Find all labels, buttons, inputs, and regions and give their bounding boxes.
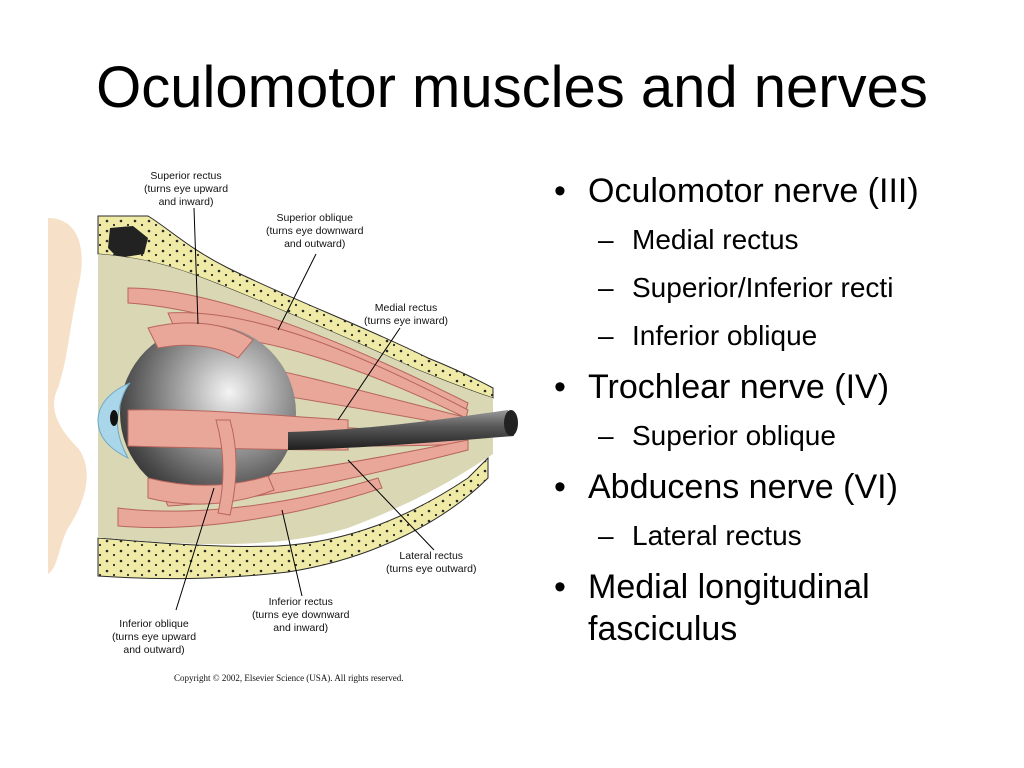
sub-bullet-item: – Medial rectus [548,216,1008,264]
bullet-group: • Oculomotor nerve (III) – Medial rectus… [548,170,1008,360]
sub-bullet-item: – Superior/Inferior recti [548,264,1008,312]
superior-oblique-tendon [215,419,237,516]
label-lateral-rectus: Lateral rectus (turns eye outward) [386,550,477,575]
bullet-text: Trochlear nerve (IV) [588,368,890,406]
label-superior-rectus: Superior rectus (turns eye upward and in… [144,170,229,208]
bullet-group: • Medial longitudinal fasciculus [548,566,1008,650]
label-inferior-rectus: Inferior rectus (turns eye downward and … [252,596,350,634]
sub-bullet-item: – Lateral rectus [548,512,1008,560]
label-medial-rectus: Medial rectus (turns eye inward) [364,302,449,327]
inferior-rectus-front [147,475,275,505]
sub-bullet-marker: – [598,320,614,351]
label-inferior-oblique: Inferior oblique (turns eye upward and o… [112,618,197,656]
superior-rectus-front [147,322,254,359]
bullet-item: • Oculomotor nerve (III) [548,170,1008,212]
bullet-marker: • [554,568,566,606]
bullet-item: • Medial longitudinal fasciculus [548,566,1008,650]
optic-nerve [288,410,518,450]
face-skin [48,218,87,574]
sub-bullet-text: Superior/Inferior recti [632,272,894,303]
bullet-marker: • [554,468,566,506]
sub-bullet-marker: – [598,224,614,255]
bullet-marker: • [554,172,566,210]
pupil [110,410,118,426]
sub-bullet-marker: – [598,420,614,451]
label-superior-oblique: Superior oblique (turns eye downward and… [266,212,364,250]
sinus-cavity [108,226,148,258]
sub-bullet-text: Inferior oblique [632,320,818,351]
bullet-text: Abducens nerve (VI) [588,468,898,506]
sub-bullet-text: Medial rectus [632,224,799,255]
sub-bullet-marker: – [598,520,614,551]
sub-bullet-text: Superior oblique [632,420,836,451]
sub-bullet-text: Lateral rectus [632,520,802,551]
figure-copyright: Copyright © 2002, Elsevier Science (USA)… [174,673,404,683]
bullet-group: • Trochlear nerve (IV) – Superior obliqu… [548,366,1008,460]
eye-muscle-diagram: Superior rectus (turns eye upward and in… [48,158,528,698]
orbit-illustration [48,207,518,611]
bullet-marker: • [554,368,566,406]
sub-bullet-marker: – [598,272,614,303]
bullet-text: Oculomotor nerve (III) [588,172,919,210]
sub-bullet-item: – Superior oblique [548,412,1008,460]
inferior-oblique-muscle [117,477,383,529]
bullet-item: • Abducens nerve (VI) [548,466,1008,508]
label-leader-lines [175,207,435,611]
bullet-item: • Trochlear nerve (IV) [548,366,1008,408]
bullet-text: Medial longitudinal fasciculus [588,568,870,648]
bullet-list: • Oculomotor nerve (III) – Medial rectus… [548,170,1008,656]
slide-title: Oculomotor muscles and nerves [96,55,928,120]
sub-bullet-item: – Inferior oblique [548,312,1008,360]
bullet-group: • Abducens nerve (VI) – Lateral rectus [548,466,1008,560]
